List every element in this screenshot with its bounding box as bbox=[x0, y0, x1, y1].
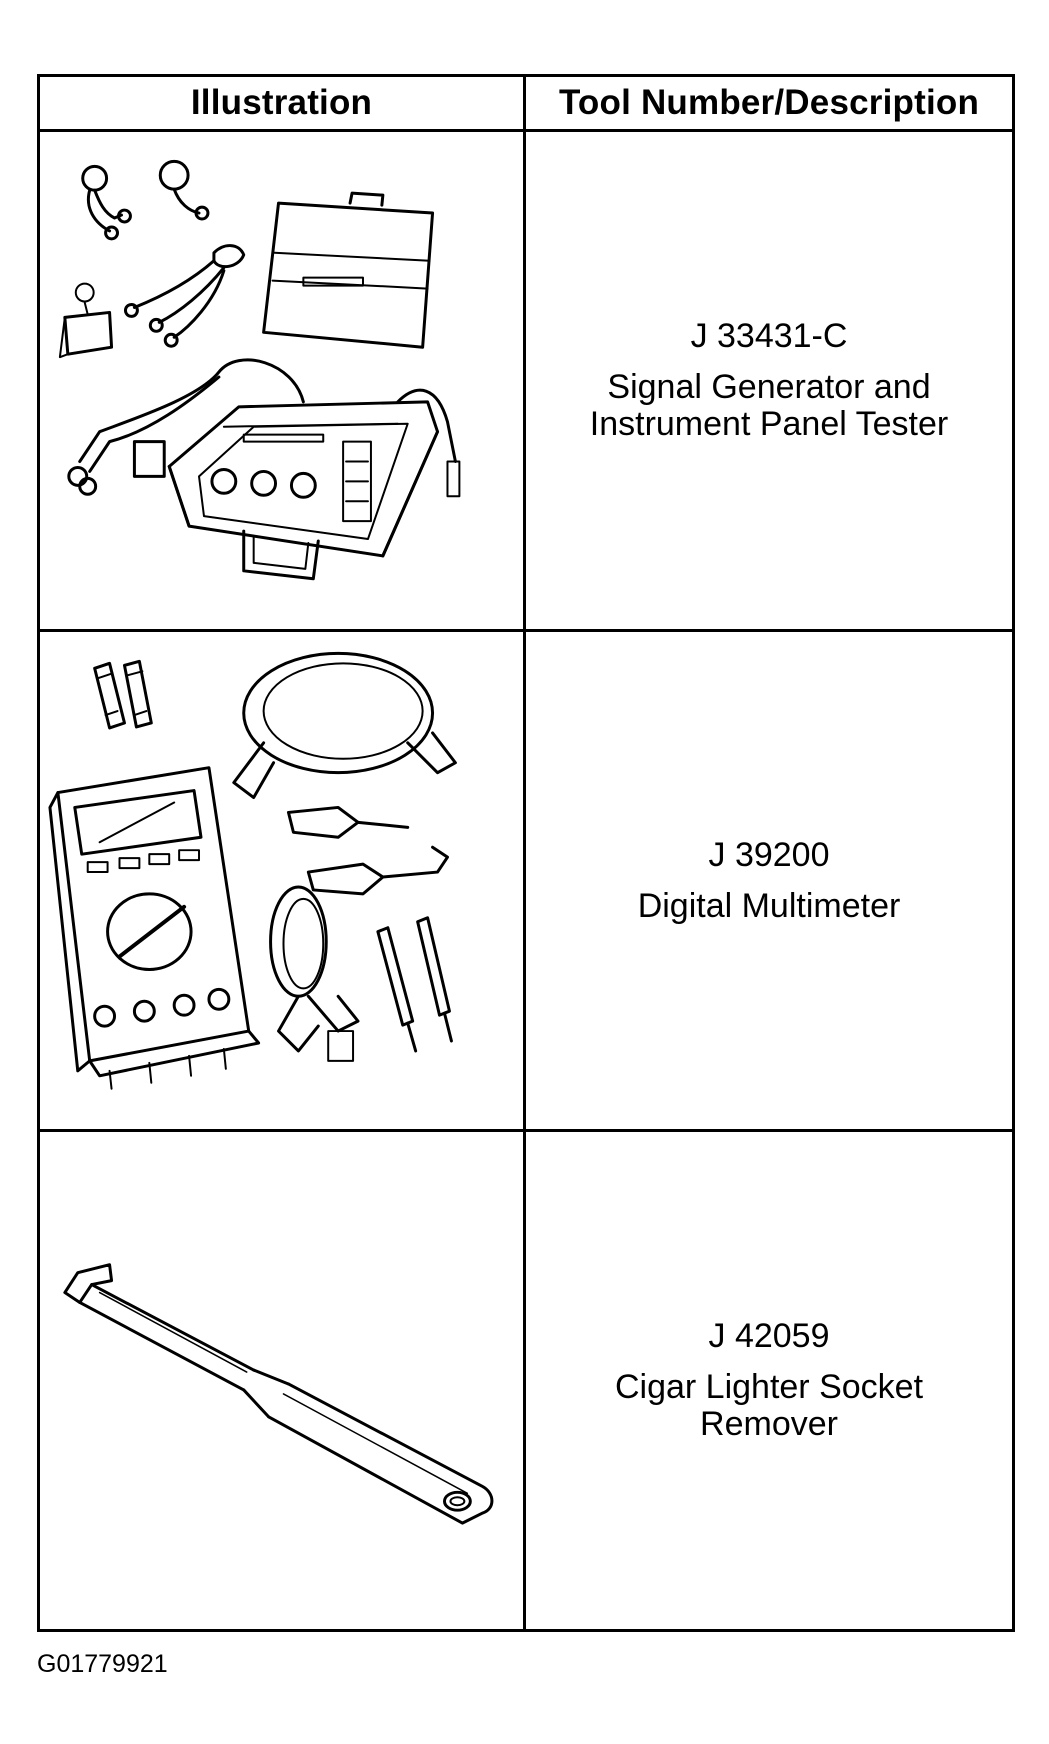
signal-generator-kit-illustration bbox=[58, 159, 461, 581]
header-illustration: Illustration bbox=[37, 74, 526, 132]
description-cell: J 42059 Cigar Lighter Socket Remover bbox=[523, 1129, 1015, 1632]
table-row: J 33431-C Signal Generator and Instrumen… bbox=[37, 129, 1015, 632]
tool-number: J 39200 bbox=[708, 835, 830, 874]
header-row: Illustration Tool Number/Description bbox=[37, 74, 1015, 132]
illustration-cell bbox=[37, 1129, 526, 1632]
header-description: Tool Number/Description bbox=[523, 74, 1015, 132]
figure-code: G01779921 bbox=[37, 1650, 168, 1678]
tool-number: J 33431-C bbox=[690, 317, 848, 355]
digital-multimeter-illustration bbox=[48, 651, 457, 1090]
tool-description: Cigar Lighter Socket Remover bbox=[614, 1368, 924, 1443]
tool-description: Signal Generator and Instrument Panel Te… bbox=[589, 368, 949, 443]
tool-table: Illustration Tool Number/Description bbox=[37, 74, 1015, 1632]
table-row: J 39200 Digital Multimeter bbox=[37, 629, 1015, 1132]
table-row: J 42059 Cigar Lighter Socket Remover bbox=[37, 1129, 1015, 1632]
description-cell: J 33431-C Signal Generator and Instrumen… bbox=[523, 129, 1015, 632]
illustration-cell bbox=[37, 629, 526, 1132]
tool-number: J 42059 bbox=[708, 1317, 830, 1355]
tool-description: Digital Multimeter bbox=[637, 886, 901, 925]
socket-remover-tool-illustration bbox=[63, 1263, 494, 1525]
illustration-cell bbox=[37, 129, 526, 632]
description-cell: J 39200 Digital Multimeter bbox=[523, 629, 1015, 1132]
